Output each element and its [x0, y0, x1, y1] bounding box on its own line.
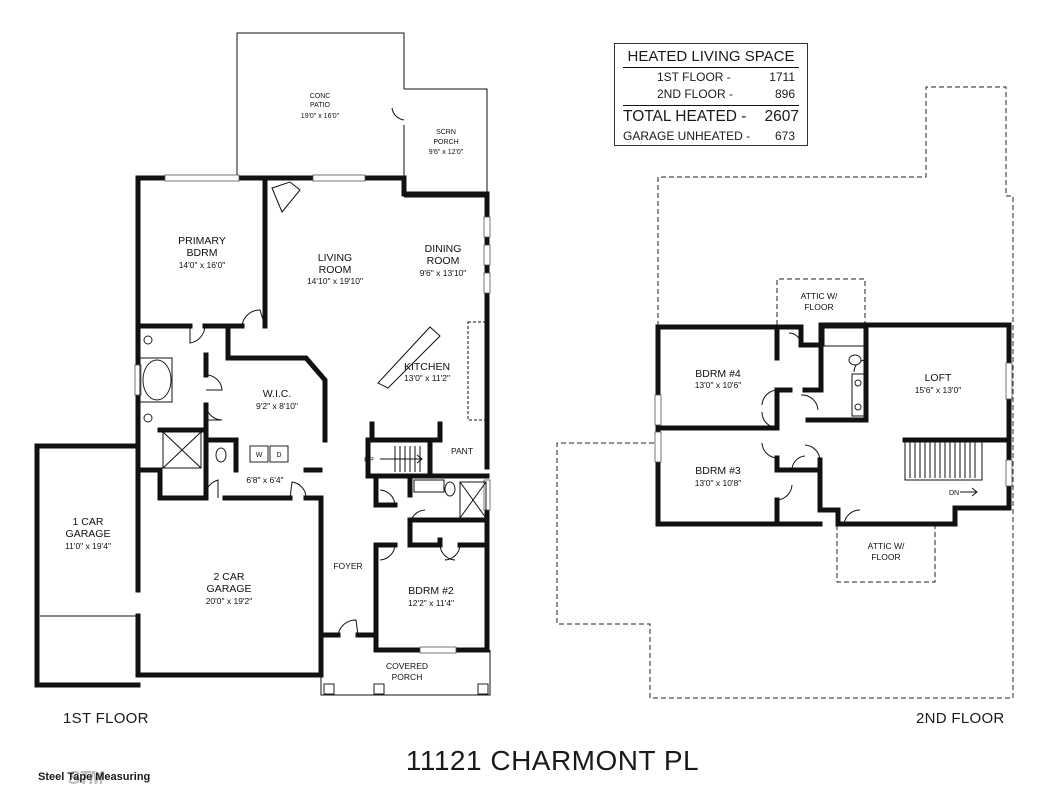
- legend-row-label: 1ST FLOOR -: [657, 70, 731, 84]
- legend-title: HEATED LIVING SPACE: [623, 46, 799, 68]
- legend-total-label: TOTAL HEATED -: [623, 108, 747, 125]
- dining-name: DINING: [425, 243, 462, 255]
- pantry-name: PANT: [451, 446, 473, 456]
- dining-name2: ROOM: [427, 255, 460, 267]
- loft-dim: 15'6" x 13'0": [915, 385, 962, 395]
- patio-name2: PATIO: [310, 102, 331, 109]
- patio-name: CONC: [310, 93, 331, 100]
- bdrm2-name: BDRM #2: [408, 585, 454, 597]
- garage1-name2: GARAGE: [66, 528, 111, 540]
- legend-row-value: 896: [774, 87, 795, 101]
- screen-porch-outline: [404, 88, 488, 198]
- stairs-2: [904, 439, 983, 497]
- garage1-dim: 11'0" x 19'4": [65, 541, 111, 551]
- legend-garage-value: 673: [774, 129, 795, 143]
- primary-name: PRIMARY: [178, 235, 226, 247]
- kitchen-island: [377, 326, 441, 389]
- toilet-1: [215, 447, 227, 463]
- exterior-wall-top: [135, 175, 490, 470]
- legend-total-value: 2607: [764, 108, 799, 125]
- first-floor-plan: [34, 32, 491, 696]
- bdrm3-name: BDRM #3: [695, 465, 741, 477]
- bdrm2-dim: 12'2" x 11'4": [408, 598, 454, 608]
- bdrm3-dim: 13'0" x 10'8": [695, 478, 742, 488]
- dining-dim: 9'6" x 13'10": [420, 268, 467, 278]
- exterior-wall-right: [373, 497, 490, 653]
- shower: [162, 431, 202, 469]
- wic-dim: 9'2" x 8'10": [256, 401, 298, 411]
- covered-porch-name: COVERED: [386, 661, 428, 671]
- garage1-name: 1 CAR: [73, 516, 104, 528]
- covered-porch-name2: PORCH: [392, 672, 423, 682]
- toilet-2: [444, 481, 456, 497]
- wic-name: W.I.C.: [263, 388, 292, 400]
- living-dim: 14'10" x 19'10": [307, 276, 363, 286]
- dryer: [269, 445, 289, 463]
- living-name2: ROOM: [319, 264, 352, 276]
- legend-row-label: 2ND FLOOR -: [657, 87, 734, 101]
- bathtub: [142, 359, 172, 401]
- living-name: LIVING: [318, 252, 352, 264]
- first-floor-label: 1ST FLOOR: [63, 710, 149, 727]
- second-floor-plan: [556, 86, 1014, 699]
- upper-tub: [823, 327, 865, 347]
- porch-name2: PORCH: [433, 139, 458, 146]
- patio-outline: [236, 32, 405, 178]
- legend-garage-label: GARAGE UNHEATED -: [623, 129, 751, 143]
- stairs-down-label: DN: [949, 490, 959, 497]
- attic2-name2: FLOOR: [871, 552, 900, 562]
- foyer-name: FOYER: [333, 561, 362, 571]
- primary-name2: BDRM: [187, 247, 218, 259]
- bdrm4-dim: 13'0" x 10'6": [695, 380, 742, 390]
- patio-dim: 19'0" x 16'0": [301, 113, 340, 120]
- attic-top-outline: [776, 278, 866, 325]
- legend-row-2nd-floor: 2ND FLOOR - 896: [623, 86, 799, 103]
- roof-outline: [556, 86, 1014, 699]
- attic1-name2: FLOOR: [804, 302, 833, 312]
- dryer-label: D: [276, 452, 281, 459]
- brand-name: Steel Tape Measuring: [38, 771, 151, 783]
- second-floor-label: 2ND FLOOR: [916, 710, 1005, 727]
- garage2-name2: GARAGE: [207, 583, 252, 595]
- attic-bottom-outline: [836, 525, 936, 583]
- room-labels: CONC PATIO 19'0" x 16'0" SCRN PORCH 9'6"…: [65, 93, 961, 682]
- legend-row-value: 1711: [769, 70, 795, 84]
- fireplace: [271, 181, 301, 213]
- stairs-up-label: UP: [364, 457, 374, 464]
- attic1-name: ATTIC W/: [801, 291, 838, 301]
- garage2-name: 2 CAR: [214, 571, 245, 583]
- attic2-name: ATTIC W/: [868, 541, 905, 551]
- porch-dim: 9'6" x 12'0": [429, 149, 464, 156]
- legend-garage-row: GARAGE UNHEATED - 673: [623, 128, 799, 144]
- upper-toilet: [848, 354, 862, 366]
- kitchen-dim: 13'0" x 11'2": [404, 373, 450, 383]
- property-address: 11121 CHARMONT PL: [405, 745, 700, 776]
- laundry-dim: 6'8" x 6'4": [246, 475, 283, 485]
- kitchen-name: KITCHEN: [404, 361, 450, 373]
- garage2-dim: 20'0" x 19'2": [206, 596, 253, 606]
- washer-label: W: [256, 452, 263, 459]
- porch-name: SCRN: [436, 129, 456, 136]
- washer: [249, 445, 269, 463]
- upper-exterior-walls: [655, 322, 1012, 527]
- bdrm4-name: BDRM #4: [695, 368, 741, 380]
- primary-dim: 14'0" x 16'0": [179, 260, 226, 270]
- legend-total-row: TOTAL HEATED - 2607: [623, 105, 799, 128]
- legend-row-1st-floor: 1ST FLOOR - 1711: [623, 69, 799, 86]
- covered-porch-outline: [320, 650, 491, 696]
- heated-living-space-table: HEATED LIVING SPACE 1ST FLOOR - 1711 2ND…: [614, 43, 808, 146]
- loft-name: LOFT: [925, 372, 952, 384]
- garage1-walls: [34, 443, 141, 688]
- stairs-1: [380, 446, 423, 472]
